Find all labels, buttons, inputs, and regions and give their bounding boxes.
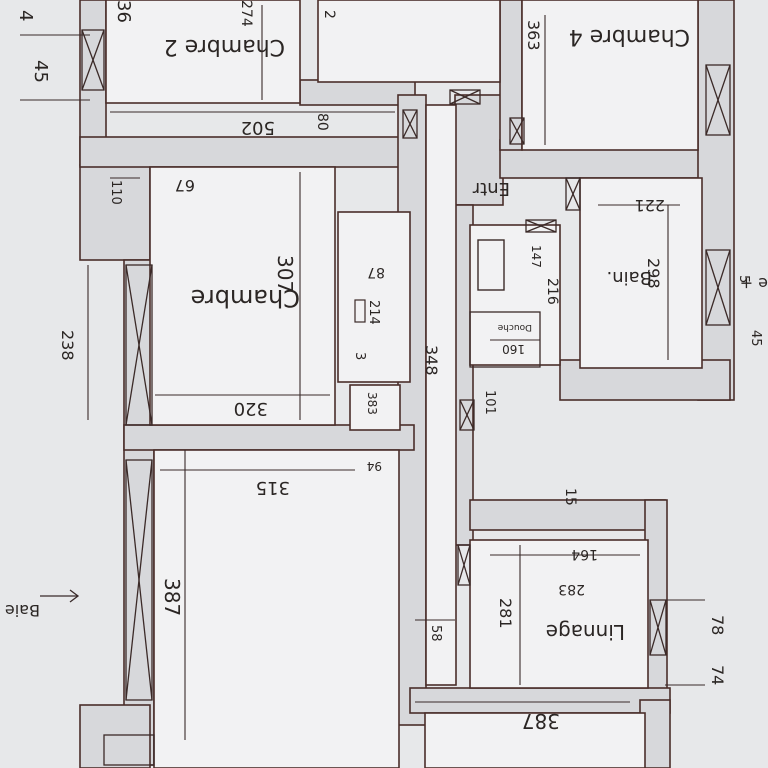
label-linge: Linnage (546, 620, 625, 644)
dim-216: 216 (544, 278, 560, 305)
dim-363: 363 (524, 20, 543, 51)
dim-94: 94 (367, 459, 382, 473)
window-left-chambre (125, 264, 153, 426)
dim-58: 58 (428, 625, 443, 642)
room-bain (579, 177, 703, 369)
room-small-closet (349, 384, 401, 431)
rooms (105, 0, 703, 768)
dim-36: 36 (113, 0, 134, 23)
label-entree: Entr (472, 178, 510, 199)
door-bain (565, 177, 581, 211)
dim-348: 348 (422, 345, 441, 376)
dim-502: 502 (241, 117, 275, 138)
dim-45-right: 45 (748, 330, 763, 347)
dim-2: 2 (321, 10, 337, 19)
window-right-top (705, 64, 731, 136)
dim-87: 87 (367, 264, 385, 280)
label-bain: Bain. (606, 267, 652, 288)
dim-45: 45 (30, 60, 51, 83)
door-chambre4 (509, 117, 525, 145)
dim-221: 221 (634, 196, 665, 215)
dim-274: 274 (238, 0, 254, 27)
dim-283: 283 (558, 581, 585, 597)
dim-78: 78 (708, 615, 727, 635)
dim-387-bottom: 387 (522, 709, 560, 733)
dim-101: 101 (482, 390, 497, 415)
window-right-linge (649, 599, 667, 656)
label-chambre: Chambre (191, 284, 300, 312)
dim-15: 15 (562, 488, 578, 506)
corridor-right-wall-top (454, 94, 504, 206)
outer-wall-left-mid (79, 164, 151, 261)
dimension-lines (20, 5, 705, 740)
door-chambre2 (402, 109, 418, 139)
baie-arrowhead (69, 589, 80, 603)
room-top-middle (317, 0, 501, 83)
door-top-corridor (449, 89, 481, 105)
room-closet (337, 211, 411, 383)
room-chambre4 (521, 0, 699, 151)
doors (81, 29, 731, 766)
dim-281: 281 (496, 598, 515, 629)
dim-387-left: 387 (160, 578, 184, 616)
dim-383: 383 (365, 392, 379, 415)
dim-238: 238 (58, 330, 77, 361)
dim-74: 74 (708, 665, 727, 685)
wall-corridor-top (299, 79, 416, 106)
label-chambre4: Chambre 4 (569, 24, 690, 49)
window-left-long (125, 459, 153, 701)
outer-wall-right (697, 0, 735, 401)
toilet-fixture (354, 299, 366, 323)
dim-147: 147 (529, 245, 543, 268)
dim-315: 315 (256, 477, 290, 498)
door-linge (457, 544, 471, 586)
dim-307: 307 (273, 255, 297, 293)
wall-below-chambre2 (79, 136, 416, 168)
dim-320: 320 (234, 398, 268, 419)
window-right-bain (705, 249, 731, 326)
window-left-top (81, 29, 105, 91)
dim-298: 298 (644, 258, 663, 289)
dim-5: 5 (736, 275, 751, 283)
room-douche-area (469, 224, 561, 366)
dim-160: 160 (502, 342, 525, 356)
outer-wall-bottom-left (79, 704, 151, 768)
dim-110: 110 (108, 180, 123, 205)
corridor (425, 104, 457, 686)
room-chambre2 (105, 0, 301, 104)
sink-fixture (477, 239, 505, 291)
label-bain-prefix: e + (740, 274, 768, 293)
labels: Chambre 2 Chambre 4 Chambre Entr Bain. e… (5, 24, 768, 644)
room-long-bottom (153, 449, 400, 768)
room-bottom-right (424, 712, 646, 768)
dim-67: 67 (175, 176, 195, 195)
label-douche: Douche (497, 322, 532, 332)
corridor-left-wall (397, 94, 427, 726)
dim-164: 164 (571, 546, 598, 562)
dim-80: 80 (314, 113, 330, 131)
label-baie: Baie (5, 601, 40, 620)
door-bottom-left (103, 734, 155, 766)
dim-4: 4 (15, 10, 36, 21)
dimension-labels: 45 4 36 274 2 363 502 80 110 67 307 147 … (15, 0, 763, 733)
door-corridor-right (459, 399, 475, 431)
label-chambre2: Chambre 2 (164, 34, 285, 59)
dim-3: 3 (352, 352, 367, 360)
dim-214: 214 (366, 300, 381, 325)
room-chambre (149, 166, 336, 426)
door-douche (525, 219, 557, 233)
room-linge (469, 539, 649, 689)
